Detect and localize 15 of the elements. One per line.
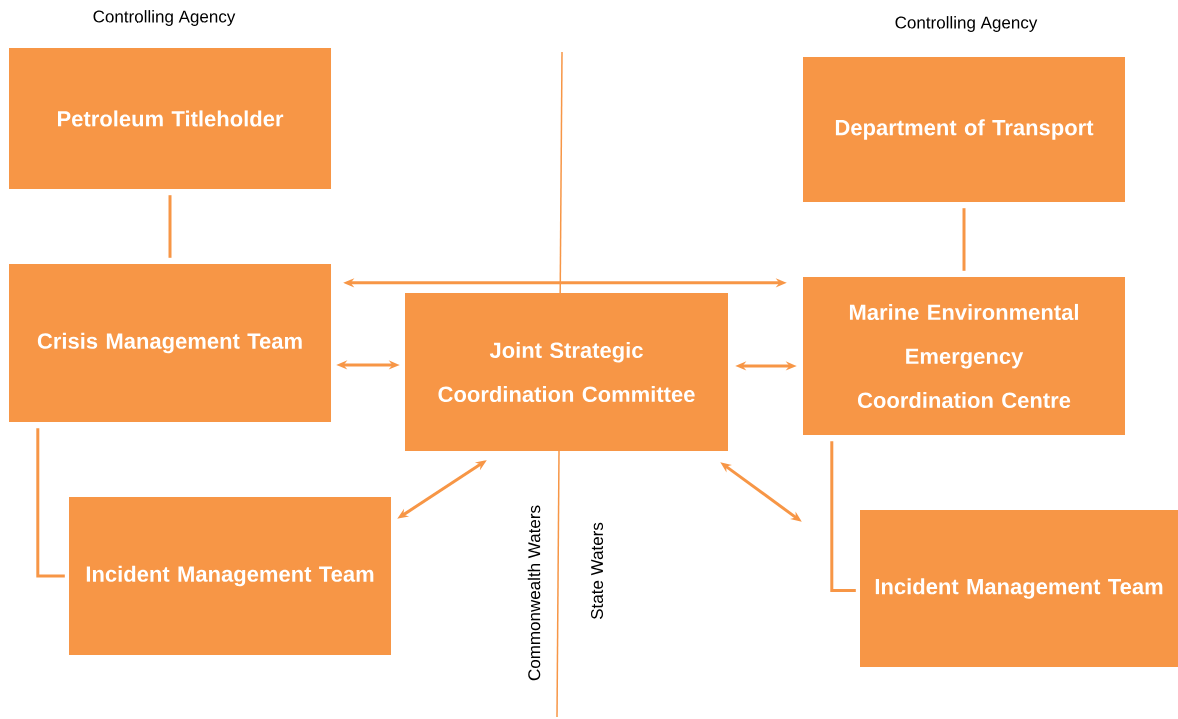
agency-label: Controlling Agency bbox=[895, 16, 1038, 32]
process-box: Crisis Management Team bbox=[9, 264, 331, 422]
process-box: Petroleum Titleholder bbox=[9, 48, 331, 189]
process-box: Incident Management Team bbox=[69, 497, 391, 655]
connector-line bbox=[962, 208, 966, 271]
agency-label: Controlling Agency bbox=[93, 10, 236, 26]
process-box: Department of Transport bbox=[803, 57, 1125, 202]
process-box: Joint Strategic Coordination Committee bbox=[405, 293, 728, 451]
connector-line bbox=[830, 441, 856, 592]
region-label: Commonwealth Waters bbox=[527, 505, 541, 681]
process-box: Incident Management Team bbox=[860, 510, 1178, 667]
region-label: State Waters bbox=[591, 522, 604, 620]
connector-line bbox=[36, 428, 65, 578]
connector-line bbox=[168, 195, 172, 258]
process-box: Marine Environmental Emergency Coordination Centre bbox=[803, 277, 1125, 435]
